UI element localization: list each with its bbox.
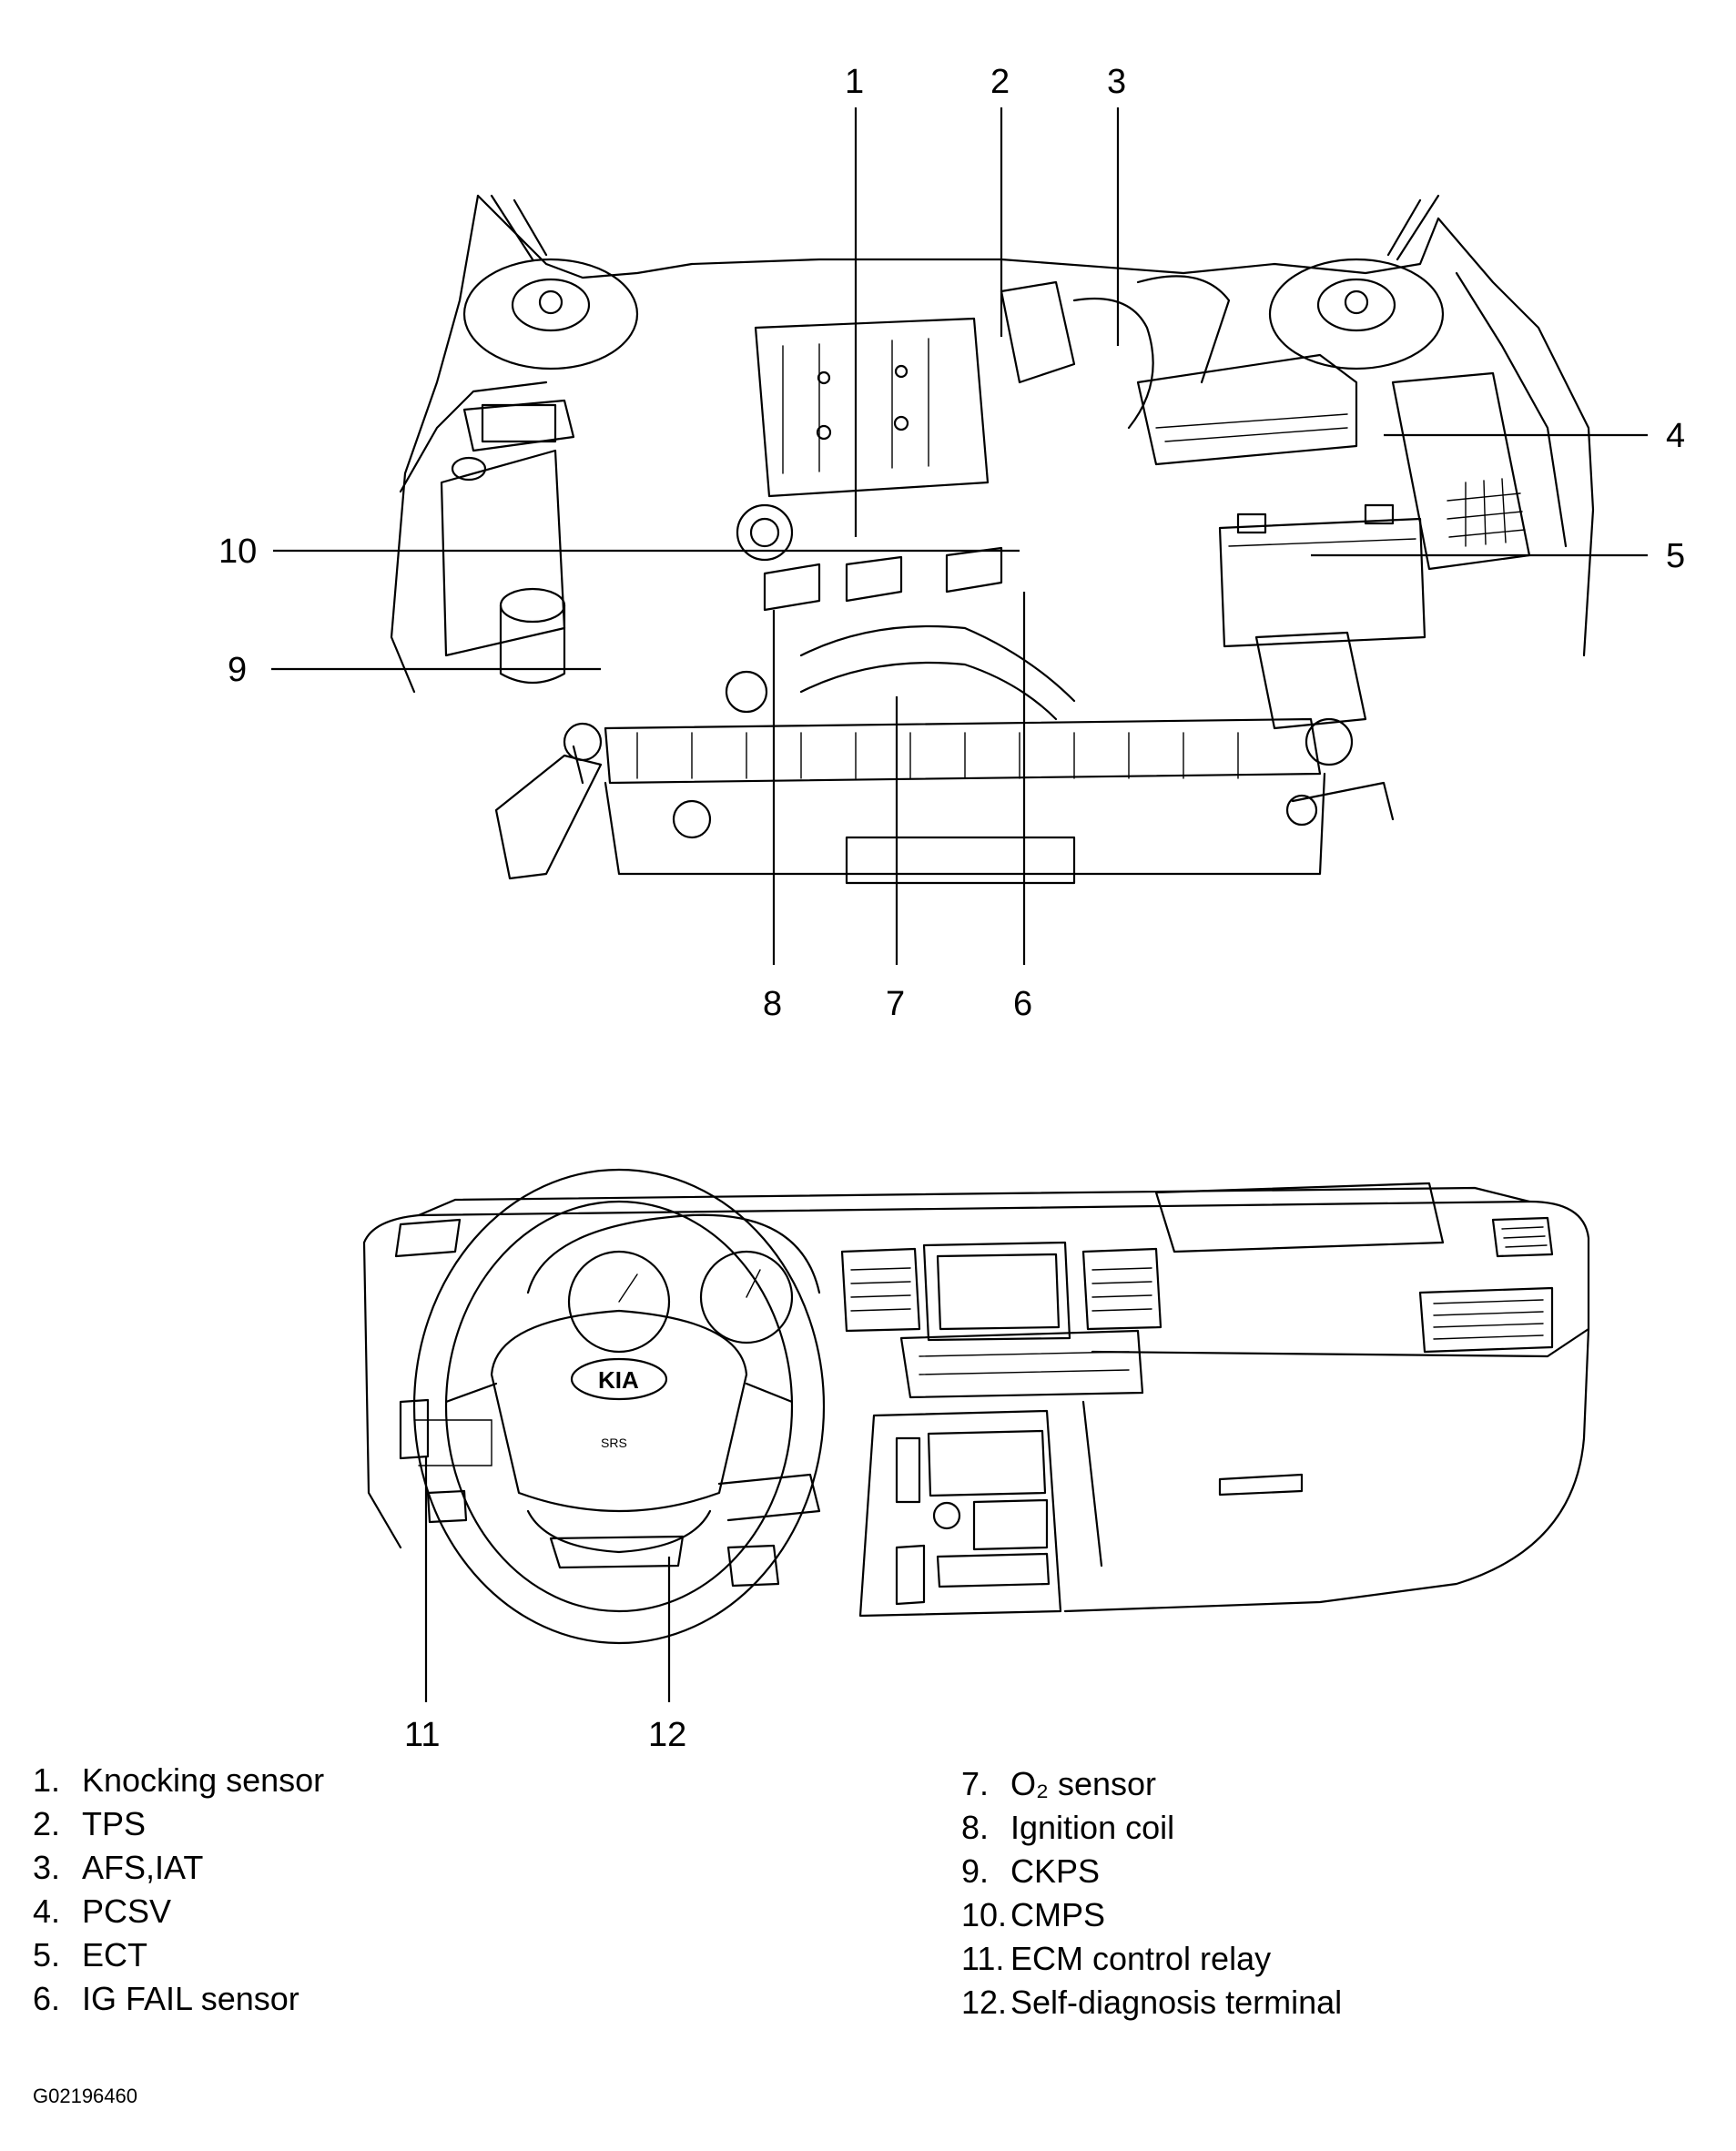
callout-12: 12 <box>648 1716 686 1754</box>
legend-number: 9. <box>961 1852 990 1890</box>
legend-label: IG FAIL sensor <box>82 1980 299 2017</box>
legend-label: O₂ sensor <box>1010 1765 1157 1802</box>
figure-id: G02196460 <box>33 2085 137 2107</box>
legend-right-column: 7. O₂ sensor 8. Ignition coil 9. CKPS 10.CM… <box>961 1762 1342 2024</box>
airbag-mark: SRS <box>601 1436 627 1450</box>
legend-item-4: 4. PCSV <box>33 1890 324 1933</box>
callout-5: 5 <box>1666 537 1685 575</box>
legend-number: 5. <box>33 1936 61 1973</box>
engine-callouts: 1 2 3 4 5 6 7 8 9 10 <box>218 63 1685 1023</box>
dashboard-illustration: KIA SRS <box>362 1168 1590 1645</box>
legend-item-8: 8. Ignition coil <box>961 1806 1342 1850</box>
legend-label: ECT <box>82 1936 147 1973</box>
legend-item-6: 6. IG FAIL sensor <box>33 1977 324 2021</box>
legend-item-11: 11.ECM control relay <box>961 1937 1342 1981</box>
legend-label: CMPS <box>1010 1896 1106 1933</box>
legend-number: 7. <box>961 1765 990 1802</box>
callout-2: 2 <box>990 63 1010 101</box>
callout-3: 3 <box>1107 63 1126 101</box>
legend-number: 1. <box>33 1761 61 1799</box>
legend-number: 2. <box>33 1805 61 1842</box>
legend-item-7: 7. O₂ sensor <box>961 1762 1342 1806</box>
legend-number: 3. <box>33 1849 61 1886</box>
legend-item-2: 2. TPS <box>33 1802 324 1846</box>
callout-7: 7 <box>886 985 905 1023</box>
dashboard-leader-lines <box>424 1456 671 1702</box>
legend-number: 4. <box>33 1892 61 1930</box>
legend-item-5: 5. ECT <box>33 1933 324 1977</box>
legend-label: AFS,IAT <box>82 1849 204 1886</box>
legend-number: 12. <box>961 1984 1008 2021</box>
callout-11: 11 <box>404 1716 440 1754</box>
legend-label: CKPS <box>1010 1852 1101 1890</box>
legend-label: PCSV <box>82 1892 172 1930</box>
callout-4: 4 <box>1666 417 1685 455</box>
callout-8: 8 <box>763 985 782 1023</box>
legend-number: 10. <box>961 1896 1008 1933</box>
legend-item-3: 3. AFS,IAT <box>33 1846 324 1890</box>
callout-1: 1 <box>845 63 864 101</box>
legend-item-10: 10.CMPS <box>961 1893 1342 1937</box>
callout-10: 10 <box>218 533 257 571</box>
legend-label: ECM control relay <box>1010 1940 1272 1977</box>
legend-number: 6. <box>33 1980 61 2017</box>
callout-6: 6 <box>1013 985 1032 1023</box>
engine-leader-lines <box>271 107 1648 965</box>
legend-left-column: 1. Knocking sensor 2. TPS 3. AFS,IAT 4. PCSV… <box>33 1759 324 2021</box>
legend-item-9: 9. CKPS <box>961 1850 1342 1893</box>
engine-bay-illustration <box>390 194 1595 885</box>
legend-item-12: 12.Self-diagnosis terminal <box>961 1981 1342 2024</box>
legend-label: Ignition coil <box>1010 1809 1175 1846</box>
legend-label: Self-diagnosis terminal <box>1010 1984 1343 2021</box>
steering-logo: KIA <box>598 1366 639 1394</box>
legend-number: 11. <box>961 1940 1005 1977</box>
legend-number: 8. <box>961 1809 990 1846</box>
legend-label: Knocking sensor <box>82 1761 325 1799</box>
legend-item-1: 1. Knocking sensor <box>33 1759 324 1802</box>
callout-9: 9 <box>228 651 247 689</box>
dashboard-callouts: 11 12 <box>404 1716 686 1754</box>
legend-label: TPS <box>82 1805 147 1842</box>
